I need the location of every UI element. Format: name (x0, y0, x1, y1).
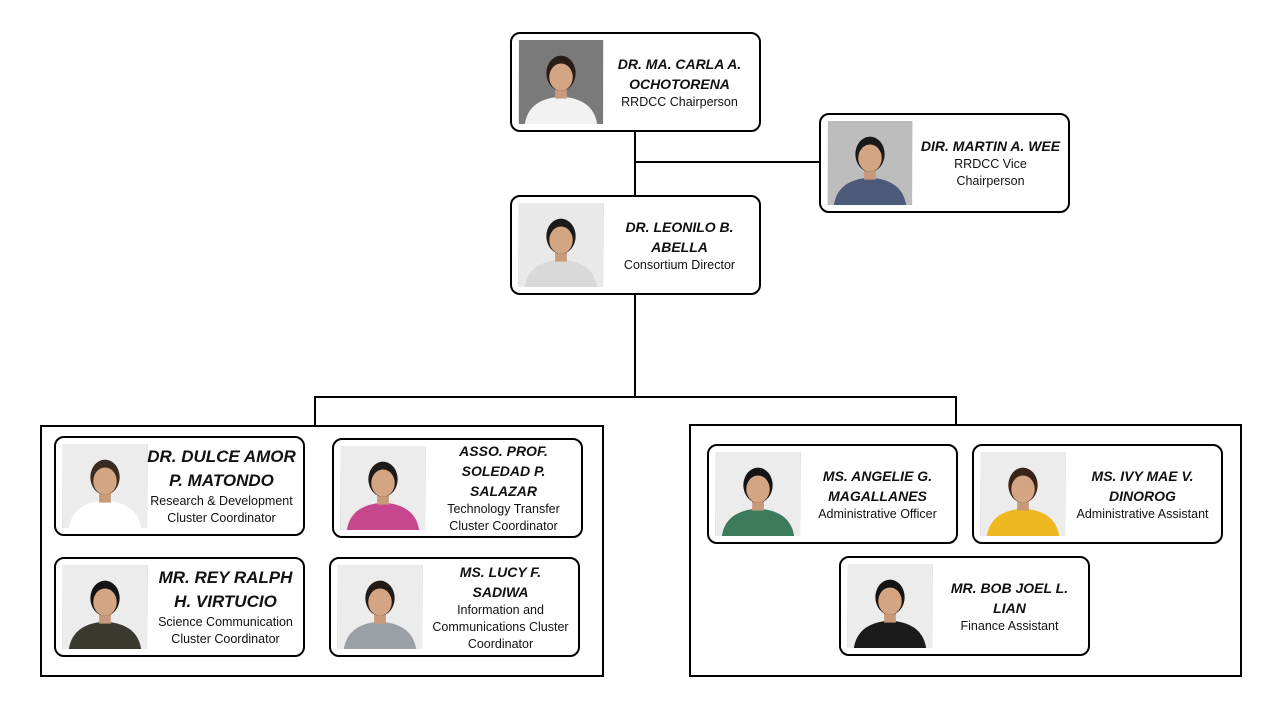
person-icon (981, 452, 1065, 536)
coordinator-name: MR. REY RALPH H. VIRTUCIO (158, 568, 293, 611)
vice-chairperson-photo (827, 121, 913, 205)
coordinator-photo (340, 446, 426, 530)
staff-role: Administrative Officer (818, 506, 937, 521)
vice-chairperson-role: RRDCC Vice Chairperson (954, 157, 1027, 188)
coordinator-role: Research & Development Cluster Coordinat… (150, 494, 293, 525)
vice-chairperson-name: DIR. MARTIN A. WEE (920, 138, 1061, 154)
connector-horizontal (314, 396, 957, 398)
chairperson-card: DR. MA. CARLA A. OCHOTORENA RRDCC Chairp… (510, 32, 761, 132)
person-icon (519, 40, 603, 124)
person-icon (848, 564, 932, 648)
person-icon (63, 565, 147, 649)
coordinator-photo (337, 565, 423, 649)
coordinator-name: ASSO. PROF. SOLEDAD P. SALAZAR (459, 443, 548, 499)
person-icon (63, 444, 147, 528)
chairperson-name: DR. MA. CARLA A. OCHOTORENA (617, 55, 742, 92)
staff-role: Administrative Assistant (1076, 506, 1209, 521)
staff-role: Finance Assistant (960, 618, 1059, 633)
coordinator-photo (62, 444, 148, 528)
coordinator-name: MS. LUCY F. SADIWA (459, 563, 542, 600)
staff-photo (715, 452, 801, 536)
person-icon (338, 565, 422, 649)
chairperson-role: RRDCC Chairperson (621, 94, 738, 109)
staff-card-admin-assistant: MS. IVY MAE V. DINOROG Administrative As… (972, 444, 1223, 544)
coordinator-role: Information and Communications Cluster C… (432, 602, 569, 651)
coordinator-name: DR. DULCE AMOR P. MATONDO (147, 447, 296, 490)
coordinator-photo (62, 565, 148, 649)
director-card: DR. LEONILO B. ABELLA Consortium Directo… (510, 195, 761, 295)
staff-name: MS. ANGELIE G. MAGALLANES (822, 467, 933, 504)
staff-photo (980, 452, 1066, 536)
staff-name: MR. BOB JOEL L. LIAN (950, 579, 1069, 616)
vice-chairperson-card: DIR. MARTIN A. WEE RRDCC Vice Chairperso… (819, 113, 1070, 213)
director-role: Consortium Director (623, 257, 736, 272)
person-icon (341, 446, 425, 530)
coordinator-card-ict: MS. LUCY F. SADIWA Information and Commu… (329, 557, 580, 657)
director-photo (518, 203, 604, 287)
coordinator-card-scicomm: MR. REY RALPH H. VIRTUCIO Science Commun… (54, 557, 305, 657)
connector-right-drop (955, 396, 957, 426)
connector-vice (634, 161, 820, 163)
staff-card-finance-assistant: MR. BOB JOEL L. LIAN Finance Assistant (839, 556, 1090, 656)
coordinator-card-rnd: DR. DULCE AMOR P. MATONDO Research & Dev… (54, 436, 305, 536)
coordinator-card-tech-transfer: ASSO. PROF. SOLEDAD P. SALAZAR Technolog… (332, 438, 583, 538)
chairperson-photo (518, 40, 604, 124)
staff-photo (847, 564, 933, 648)
connector-director-down (634, 294, 636, 397)
person-icon (828, 121, 912, 205)
staff-name: MS. IVY MAE V. DINOROG (1091, 467, 1194, 504)
connector-left-drop (314, 396, 316, 426)
connector-chair-director (634, 130, 636, 196)
person-icon (716, 452, 800, 536)
person-icon (519, 203, 603, 287)
coordinator-role: Technology Transfer Cluster Coordinator (447, 502, 560, 533)
staff-card-admin-officer: MS. ANGELIE G. MAGALLANES Administrative… (707, 444, 958, 544)
coordinator-role: Science Communication Cluster Coordinato… (158, 615, 293, 646)
director-name: DR. LEONILO B. ABELLA (625, 218, 734, 255)
